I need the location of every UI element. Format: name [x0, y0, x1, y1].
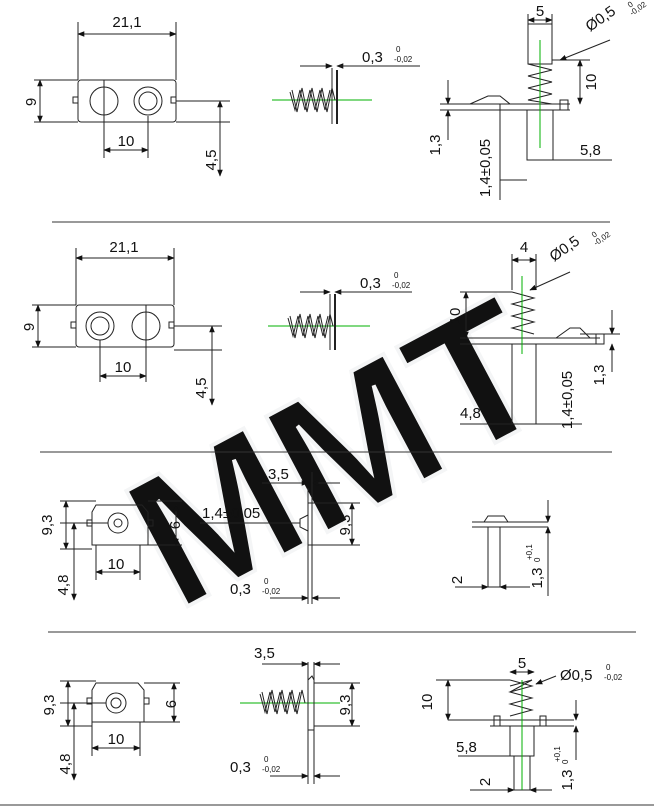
dim-pin-dist: 5,8 [456, 739, 477, 756]
dim-pin-length: 1,4±0,05 [477, 139, 494, 197]
dim-pin-tol-lower: 0 [561, 759, 570, 764]
dim-coil-diameter: 4 [520, 239, 528, 256]
contact-boss [107, 512, 129, 534]
dim-height-a: 9,3 [41, 695, 58, 716]
dimple [469, 95, 511, 105]
dim-thickness-tol-upper: 0 [396, 45, 401, 54]
contact-boss [105, 692, 127, 714]
dim-thickness-tol-lower: -0,02 [262, 765, 281, 774]
dim-thickness-tol-lower: -0,02 [394, 55, 413, 64]
dim-thickness-tol-lower: -0,02 [392, 281, 411, 290]
plate-front-view [77, 79, 177, 123]
dim-pitch: 10 [118, 133, 135, 150]
watermark-logo: MMT [96, 258, 577, 648]
dim-height-a: 9,3 [39, 515, 56, 536]
dim-offset: 4,5 [203, 150, 220, 171]
contact-boss [138, 91, 158, 111]
dim-height: 9 [21, 323, 38, 331]
dim-pin-length: 1,4±0,05 [559, 371, 576, 429]
dim-thickness-tol-upper: 0 [394, 271, 399, 280]
dim-pin-tol-lower: 0 [533, 557, 542, 562]
dim-thickness: 0,3 [362, 49, 383, 66]
contact-plate-side [307, 675, 315, 731]
dim-spring-height: 10 [447, 308, 464, 325]
section-4-labels: 9,3 9 10 4,8 3,5 9,3 0,3 0 -0,02 5 Ø0,5 … [41, 645, 623, 790]
dim-thickness-tol-lower: -0,02 [262, 587, 281, 596]
dim-pitch: 10 [108, 731, 125, 748]
coil-spring-side [261, 689, 306, 715]
dim-pin-tol-upper: +0,1 [553, 746, 562, 762]
dim-thickness: 0,3 [230, 759, 251, 776]
dim-thickness: 0,3 [360, 275, 381, 292]
dim-wire-tol-lower: -0,02 [604, 673, 623, 682]
dim-pin-length: 1,4±0,05 [202, 505, 260, 522]
dim-wire-tol-upper: 0 [606, 663, 611, 672]
dimple [483, 515, 509, 523]
dim-width-total: 21,1 [109, 239, 138, 256]
dim-offset: 4,8 [55, 575, 72, 596]
dim-height: 9 [23, 98, 40, 106]
dim-coil-diameter: 5 [518, 655, 526, 672]
dim-wire: Ø0,5 [547, 233, 583, 266]
section-1-labels: 21,1 9 10 4,5 0,3 0 -0,02 5 Ø0,5 0 -0,02… [23, 0, 649, 197]
dim-side-height: 9,3 [337, 695, 354, 716]
dim-thickness: 0,3 [230, 581, 251, 598]
dim-spring-height: 10 [419, 694, 436, 711]
dim-offset: 4,5 [193, 378, 210, 399]
dim-height-b: 9 [166, 521, 183, 529]
pin [511, 343, 537, 425]
dim-pin-width: 2 [477, 778, 494, 786]
section-4 [60, 661, 579, 793]
dimple [555, 327, 591, 339]
dim-spring-height: 10 [583, 74, 600, 91]
dim-depth: 3,5 [268, 466, 289, 483]
dim-pin-height: 1,3 [427, 135, 444, 156]
dim-pin-dist: 5,8 [580, 142, 601, 159]
dim-wire-tol-upper: 0 [590, 229, 599, 239]
dim-pitch: 10 [115, 359, 132, 376]
dim-offset: 4,8 [57, 754, 74, 775]
dim-pitch: 10 [108, 556, 125, 573]
dim-pin-dist: 4,8 [460, 405, 481, 422]
dim-wire: Ø0,5 [583, 3, 619, 36]
dim-depth: 3,5 [254, 645, 275, 662]
coil-spring-side [289, 313, 334, 339]
dim-pin-height: 1,3 [529, 568, 546, 589]
dim-coil-diameter: 5 [536, 3, 544, 20]
dim-wire-tol-upper: 0 [626, 0, 635, 10]
dim-pin-height: 1,3 [559, 770, 576, 791]
dim-pin-tol-upper: +0,1 [525, 544, 534, 560]
section-3-labels: 9,3 9 10 4,8 3,5 1,4±0,05 9,3 0,3 0 -0,0… [39, 466, 546, 598]
dim-width-total: 21,1 [112, 14, 141, 31]
dim-height-b: 9 [162, 700, 179, 708]
section-1 [34, 14, 612, 200]
dim-wire: Ø0,5 [560, 667, 593, 684]
coil-spring-right [510, 291, 536, 335]
section-separators [0, 221, 654, 806]
section-3 [60, 472, 551, 604]
dim-thickness-tol-upper: 0 [264, 577, 269, 586]
coil-spring-right [508, 679, 534, 717]
contact-boss [85, 311, 115, 341]
dim-pin-height: 1,3 [591, 365, 608, 386]
coil-spring-side [291, 87, 336, 113]
pin [487, 526, 501, 588]
dim-thickness-tol-upper: 0 [264, 755, 269, 764]
section-2 [32, 248, 620, 425]
dim-side-height: 9,3 [337, 515, 354, 536]
dim-pin-width: 2 [449, 576, 466, 584]
